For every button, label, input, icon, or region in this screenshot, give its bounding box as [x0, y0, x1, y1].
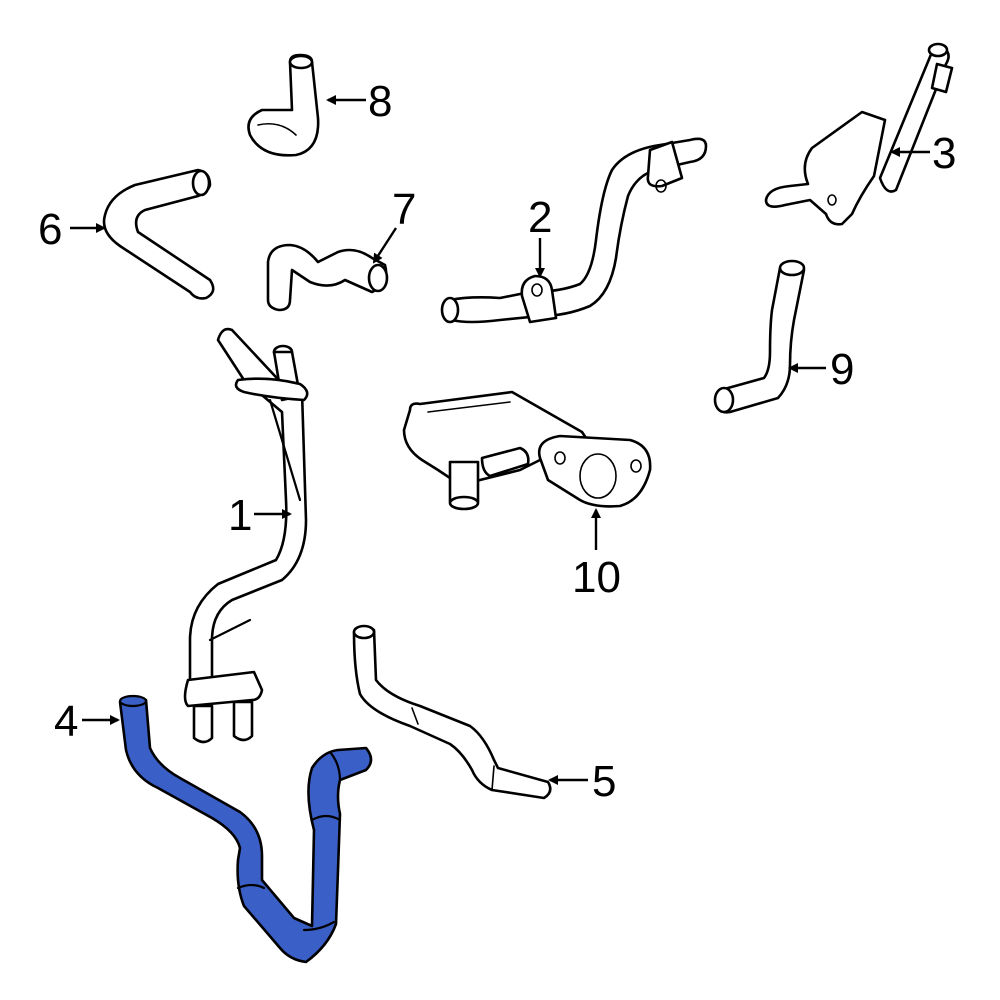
- part-4-hose-highlighted[interactable]: [118, 694, 373, 964]
- part-8-elbow-hose[interactable]: [247, 53, 320, 157]
- callout-label-3: 3: [932, 129, 957, 178]
- callout-label-7: 7: [392, 185, 417, 234]
- callout-label-10: 10: [572, 553, 621, 602]
- part-3-pipe-bracket[interactable]: [764, 42, 954, 226]
- callout-label-1: 1: [228, 491, 253, 540]
- part-10-heater-housing[interactable]: [402, 390, 652, 511]
- callout-label-2: 2: [528, 193, 553, 242]
- part-6-hose[interactable]: [102, 168, 215, 300]
- callout-label-5: 5: [592, 757, 617, 806]
- callout-label-8: 8: [368, 77, 393, 126]
- part-7-hose[interactable]: [266, 243, 389, 312]
- callout-arrows: [70, 95, 930, 785]
- part-5-hose[interactable]: [352, 624, 552, 800]
- part-2-pipe[interactable]: [440, 137, 708, 324]
- callout-label-9: 9: [830, 345, 855, 394]
- callout-label-4: 4: [54, 697, 79, 746]
- callout-label-6: 6: [38, 205, 63, 254]
- part-1-tube-assembly[interactable]: [183, 327, 309, 744]
- part-9-hose[interactable]: [713, 259, 806, 414]
